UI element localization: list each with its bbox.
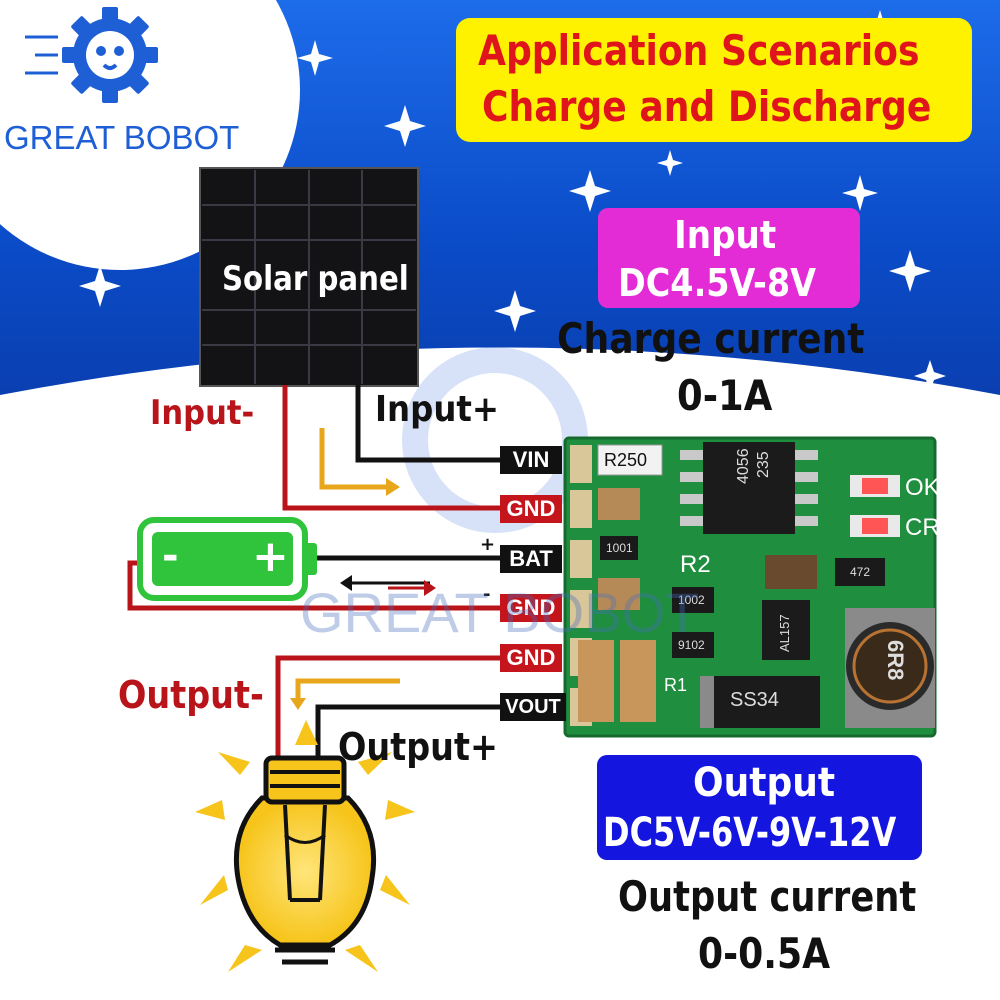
star-icon xyxy=(297,40,333,76)
brand-name: GREAT BOBOT xyxy=(4,119,240,156)
output-spec-box: Output DC5V-6V-9V-12V xyxy=(597,755,922,860)
battery-minus-glyph: - xyxy=(162,533,179,579)
battery-icon xyxy=(137,517,317,601)
res-9102-marking: 9102 xyxy=(678,638,705,652)
wire-output-plus xyxy=(315,704,500,760)
watermark-text: GREAT BOBOT xyxy=(300,581,700,644)
output-plus-label: Output+ xyxy=(338,725,498,769)
pin-vin: VIN xyxy=(500,446,562,474)
wires xyxy=(127,385,500,760)
star-icon xyxy=(657,150,683,176)
wire-battery-minus xyxy=(127,560,500,611)
output-current-value: 0-0.5A xyxy=(698,929,831,978)
gear-icon xyxy=(25,7,158,103)
input-spec-title: Input xyxy=(674,213,777,257)
output-spec-title: Output xyxy=(693,760,836,806)
star-icon xyxy=(79,265,121,307)
pin-bat: BAT xyxy=(500,545,562,573)
pcb-board xyxy=(563,436,937,738)
res-472-marking: 472 xyxy=(850,565,871,579)
input-spec-box: Input DC4.5V-8V xyxy=(598,208,860,308)
wire-output-minus xyxy=(275,655,500,760)
output-spec-range: DC5V-6V-9V-12V xyxy=(603,810,897,856)
wire-input-plus xyxy=(355,385,500,463)
res-1002-marking: 1002 xyxy=(678,593,705,607)
headline-line2: Charge and Discharge xyxy=(482,82,932,131)
output-current-label: Output current xyxy=(618,872,917,921)
battery-plus-glyph: + xyxy=(252,531,289,582)
inductor-marking: 6R8 xyxy=(883,640,908,681)
resistor-r250-marking: R250 xyxy=(604,450,648,470)
star-icon xyxy=(842,175,878,211)
arrow-output xyxy=(295,678,400,700)
led-cr-label: CR xyxy=(905,514,940,541)
star-icon xyxy=(889,250,931,292)
headline-line1: Application Scenarios xyxy=(478,26,920,75)
diode-marking: SS34 xyxy=(730,689,779,711)
wire-input-minus xyxy=(282,385,500,511)
star-icon xyxy=(569,170,611,212)
star-icon xyxy=(494,290,536,332)
ic-main-marking: 4056 xyxy=(735,448,752,484)
res-1001-marking: 1001 xyxy=(606,541,633,555)
pin-gnd-input: GND xyxy=(500,495,562,523)
ic-sub-marking: 235 xyxy=(755,451,772,478)
ic-boost-marking: AL157 xyxy=(777,614,792,652)
star-icon xyxy=(137,215,163,241)
input-spec-range: DC4.5V-8V xyxy=(618,261,817,305)
star-icon xyxy=(384,105,426,147)
input-plus-label: Input+ xyxy=(375,389,500,430)
r2-label: R2 xyxy=(680,551,711,578)
solar-panel xyxy=(199,167,419,387)
led-ok-label: OK xyxy=(905,474,940,501)
pin-gnd-battery: GND xyxy=(500,594,562,622)
input-minus-label: Input- xyxy=(150,393,255,433)
flow-arrows xyxy=(290,428,436,710)
bat-plus-mark: + xyxy=(480,534,496,555)
bat-minus-mark: - xyxy=(483,584,491,605)
headline-box: Application Scenarios Charge and Dischar… xyxy=(456,18,972,142)
arrow-charge-in xyxy=(319,428,388,490)
output-minus-label: Output- xyxy=(118,673,264,717)
r1-label: R1 xyxy=(664,675,688,695)
charge-current-label: Charge current xyxy=(557,314,865,363)
charge-current-value: 0-1A xyxy=(677,371,773,420)
star-icon xyxy=(914,360,946,392)
pin-gnd-output: GND xyxy=(500,644,562,672)
pin-vout: VOUT xyxy=(500,693,566,721)
light-bulb-icon xyxy=(195,720,415,972)
solar-panel-label: Solar panel xyxy=(222,259,409,299)
